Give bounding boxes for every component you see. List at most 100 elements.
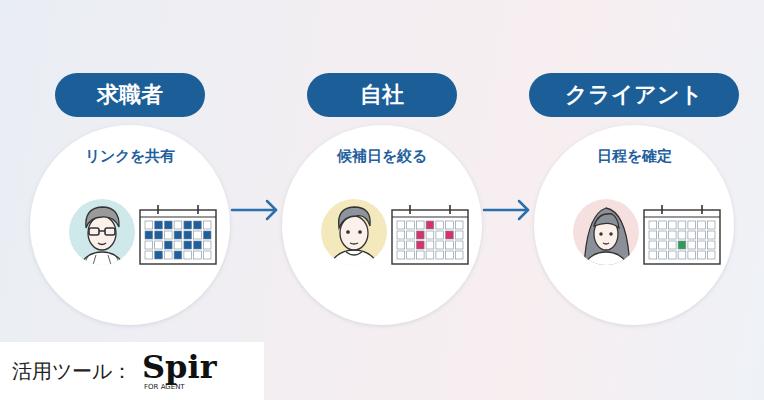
avatar-client (573, 199, 639, 270)
calendar-cell (688, 221, 696, 229)
step-caption: リンクを共有 (85, 147, 175, 166)
calendar-cell (698, 251, 706, 259)
calendar-cell (416, 231, 424, 239)
tool-logo: SpirFOR AGENT (142, 351, 217, 392)
calendar-cell (397, 251, 405, 259)
step-circle: 自社候補日を絞る (282, 125, 482, 325)
calendar-cell (164, 251, 172, 259)
calendar-cell (707, 241, 715, 249)
calendar-cell (668, 231, 676, 239)
arrow-head (519, 201, 528, 219)
calendar-ring (157, 205, 159, 214)
calendar-cell (397, 221, 405, 229)
calendar-cell (678, 241, 686, 249)
role-pill: 自社 (307, 73, 457, 117)
calendar-cell (659, 251, 667, 259)
calendar-cell (659, 241, 667, 249)
role-pill: クライアント (529, 73, 739, 117)
calendar-cell (194, 251, 202, 259)
calendar-cell (397, 231, 405, 239)
calendar-cell (194, 221, 202, 229)
calendar-cell (397, 241, 405, 249)
calendar-cell (649, 241, 657, 249)
calendar-cell (174, 221, 182, 229)
calendar-header (644, 216, 720, 217)
calendar-cell (407, 251, 415, 259)
step-caption: 候補日を絞る (337, 147, 427, 166)
calendar-cell (455, 251, 463, 259)
calendar-cell (436, 241, 444, 249)
calendar-cell (436, 221, 444, 229)
role-pill: 求職者 (55, 73, 205, 117)
calendar-cell (436, 251, 444, 259)
calendar-cell (184, 221, 192, 229)
calendar-cell (659, 221, 667, 229)
calendar-cell (649, 221, 657, 229)
tool-box: 活用ツール： SpirFOR AGENT (0, 342, 264, 400)
calendar-cell (426, 251, 434, 259)
calendar-cell (649, 251, 657, 259)
calendar-cell (174, 251, 182, 259)
calendar-cell (668, 221, 676, 229)
calendar-cell (145, 251, 153, 259)
arrow-shaft (232, 209, 276, 212)
calendar-cell (145, 221, 153, 229)
calendar-header (140, 216, 216, 217)
calendar-cell (426, 241, 434, 249)
calendar-cell (184, 241, 192, 249)
calendar-cell (455, 241, 463, 249)
calendar-cell (174, 231, 182, 239)
calendar-cell (698, 221, 706, 229)
avatar-company (321, 199, 387, 268)
step-caption: 日程を確定 (597, 147, 672, 166)
calendar-cell (707, 221, 715, 229)
calendar-cell (194, 241, 202, 249)
calendar-icons (140, 205, 720, 264)
calendar-cell (659, 231, 667, 239)
calendar-cell (698, 241, 706, 249)
calendar-cell (688, 231, 696, 239)
calendar-cell (436, 231, 444, 239)
calendar-cell (145, 231, 153, 239)
calendar-cell (164, 221, 172, 229)
flow-arrow (484, 201, 528, 219)
calendar-cell (155, 241, 163, 249)
calendar-cell (678, 231, 686, 239)
calendar-cell (407, 241, 415, 249)
tool-label: 活用ツール： (12, 358, 132, 385)
calendar-ring (701, 205, 703, 214)
calendar-cell (184, 231, 192, 239)
calendar-cell (203, 251, 211, 259)
calendar-cell (688, 241, 696, 249)
calendar-cell (203, 221, 211, 229)
calendar-cell (426, 231, 434, 239)
calendar-cell (446, 251, 454, 259)
calendar-cell (426, 221, 434, 229)
calendar-cell (668, 241, 676, 249)
calendar-cell (446, 221, 454, 229)
calendar-cell (678, 251, 686, 259)
calendar-frame (140, 210, 216, 264)
calendar-cell (174, 241, 182, 249)
calendar-frame (392, 210, 468, 264)
calendar-cell (688, 251, 696, 259)
calendar-cell (145, 241, 153, 249)
calendar-ring (409, 205, 411, 214)
calendar-cell (416, 241, 424, 249)
calendar-cell (455, 221, 463, 229)
calendar-cell (407, 221, 415, 229)
calendar-cell (164, 241, 172, 249)
calendar-cell (649, 231, 657, 239)
logo-tagline: FOR AGENT (144, 383, 217, 392)
calendar-cell (155, 251, 163, 259)
avatar-jobseeker (69, 199, 135, 268)
calendar-cell (668, 251, 676, 259)
step-circle: クライアント日程を確定 (534, 125, 734, 325)
calendar-cell (698, 231, 706, 239)
calendar-cell (678, 221, 686, 229)
step-circles (30, 125, 734, 325)
calendar-cell (155, 221, 163, 229)
